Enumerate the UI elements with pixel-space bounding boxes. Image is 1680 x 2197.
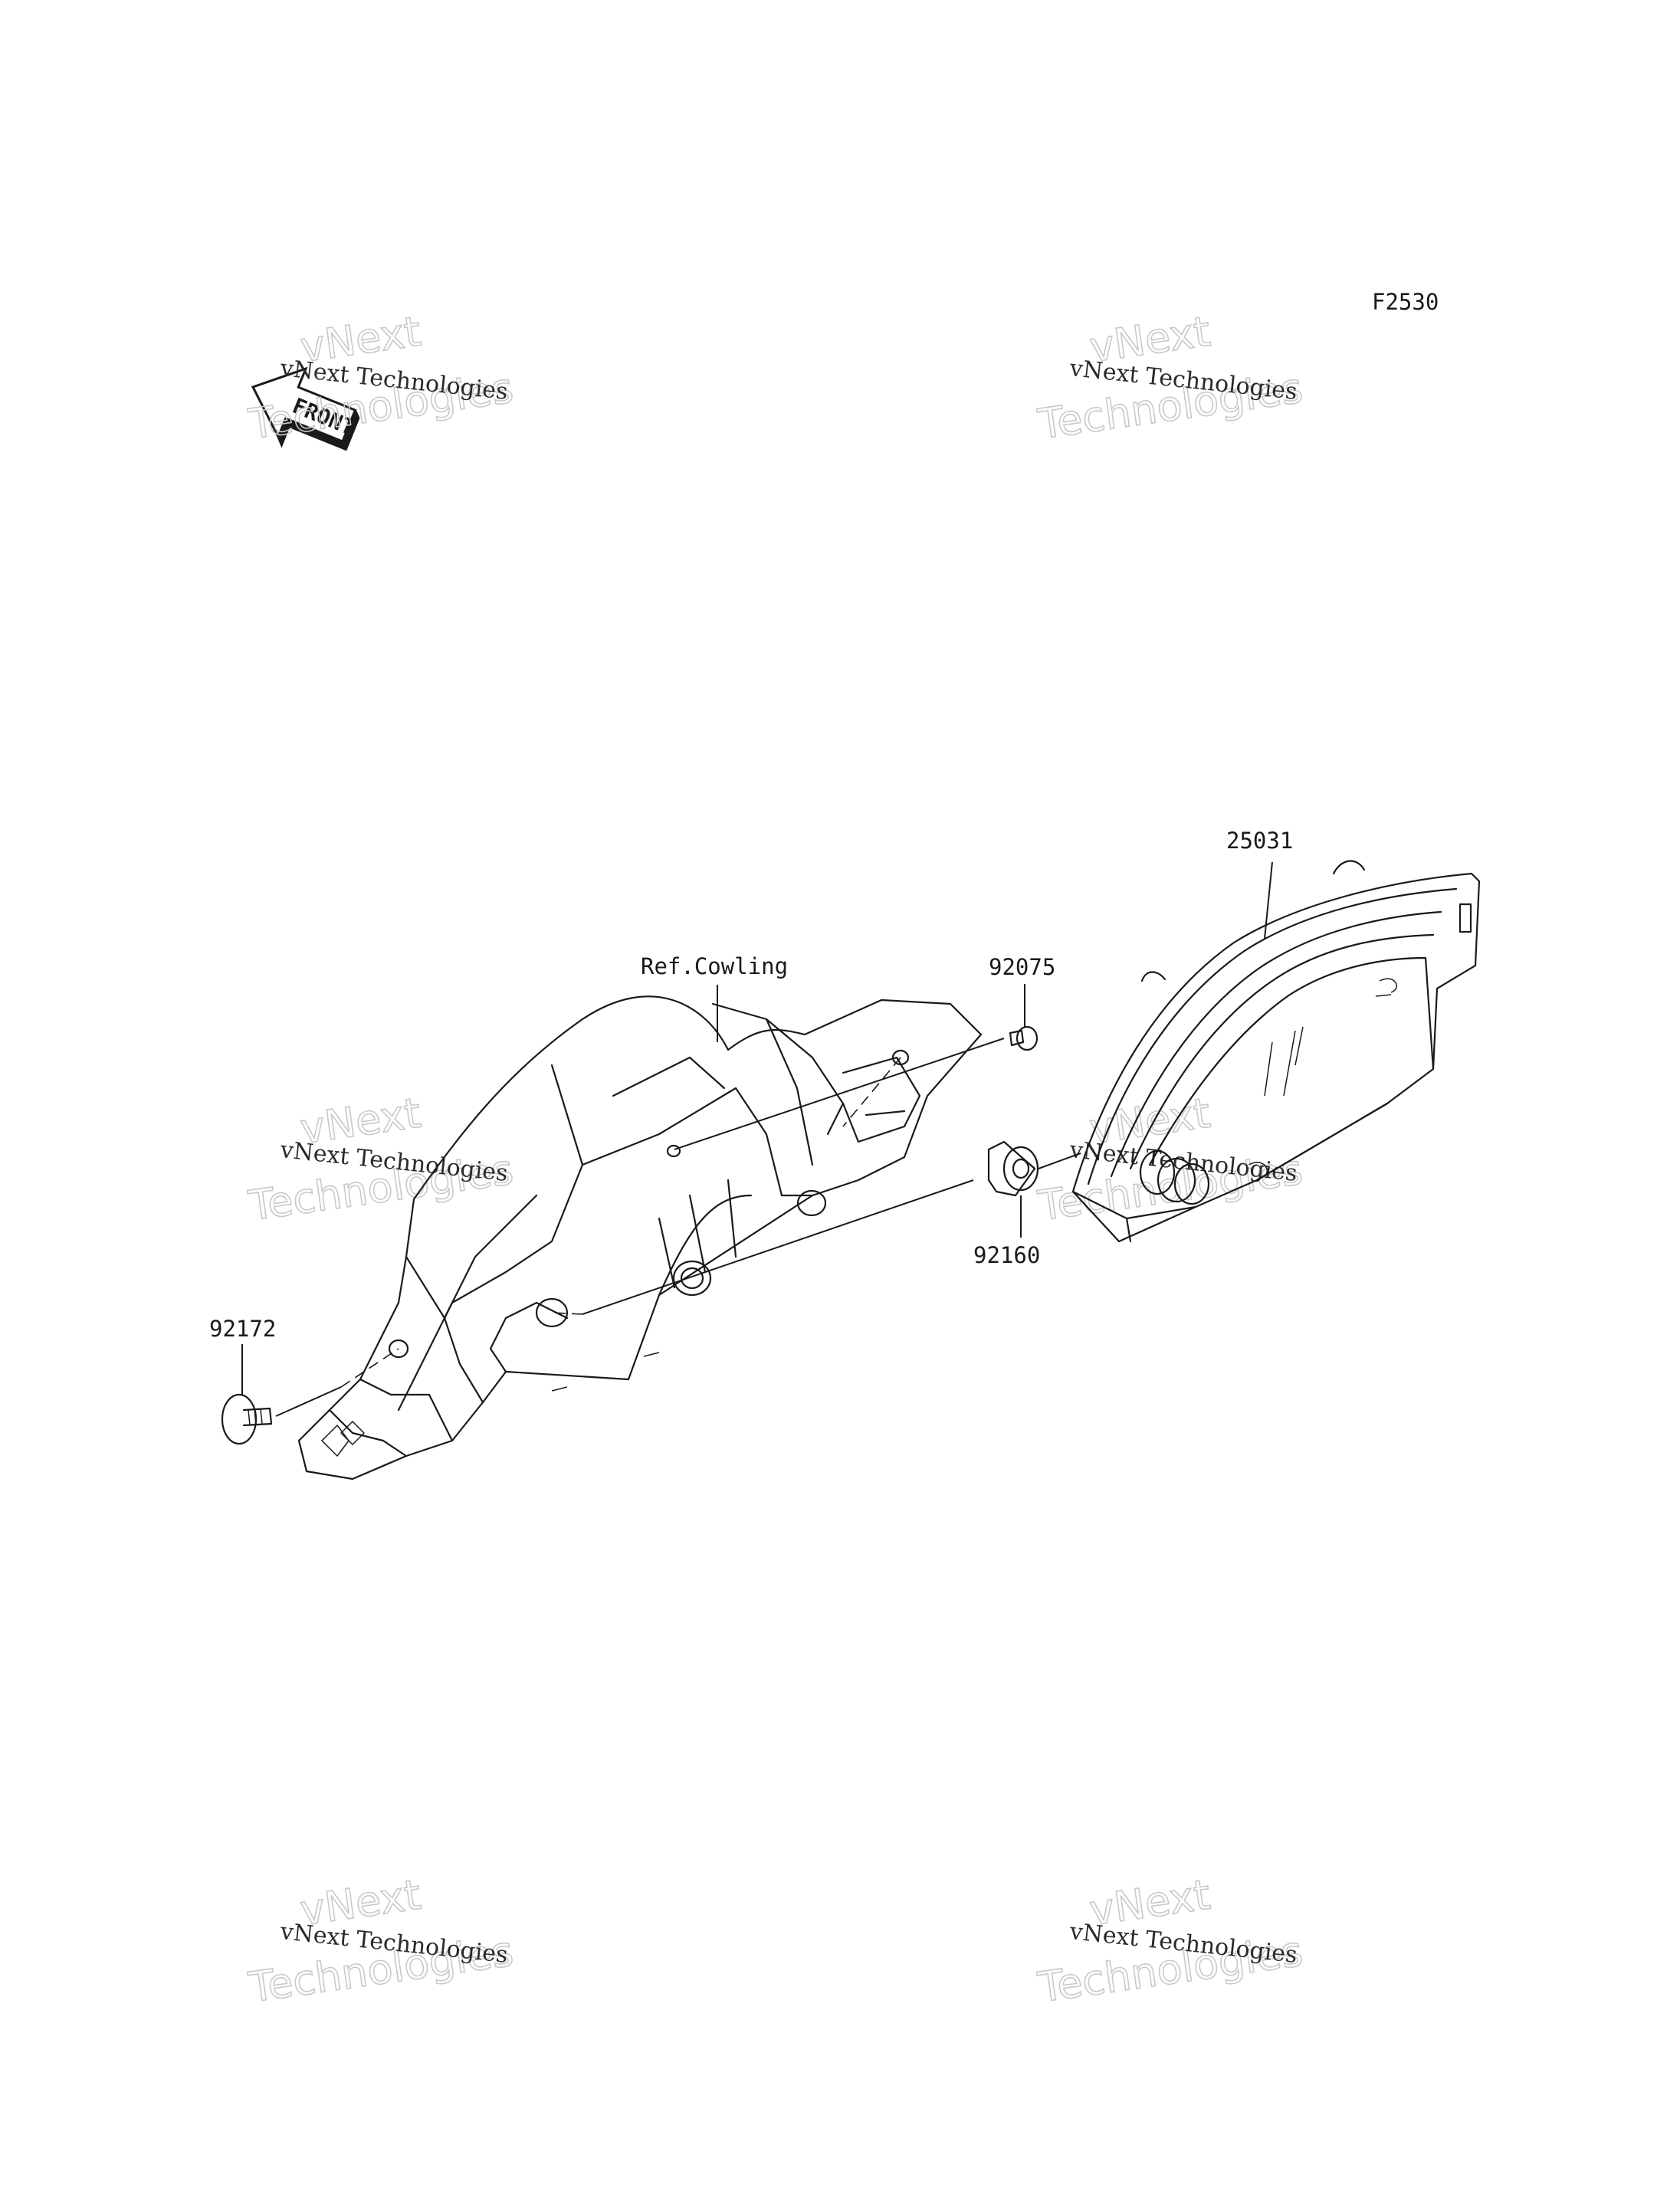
meter-assembly [1071, 860, 1481, 1243]
part-label-meter: 25031 [1226, 828, 1293, 854]
part-label-bolt: 92172 [209, 1316, 276, 1342]
damper-part [987, 1140, 1039, 1197]
figure-code: F2530 [1372, 289, 1439, 315]
part-label-screw: 92075 [989, 954, 1055, 980]
part-label-damper: 92160 [973, 1242, 1040, 1268]
assembly-lines [275, 1038, 1081, 1417]
leaders [241, 861, 1273, 1395]
screw-part [1009, 1025, 1039, 1051]
part-label-reference: Ref.Cowling [641, 953, 788, 979]
bolt-part [221, 1393, 273, 1445]
cowling-bracket [297, 995, 983, 1481]
